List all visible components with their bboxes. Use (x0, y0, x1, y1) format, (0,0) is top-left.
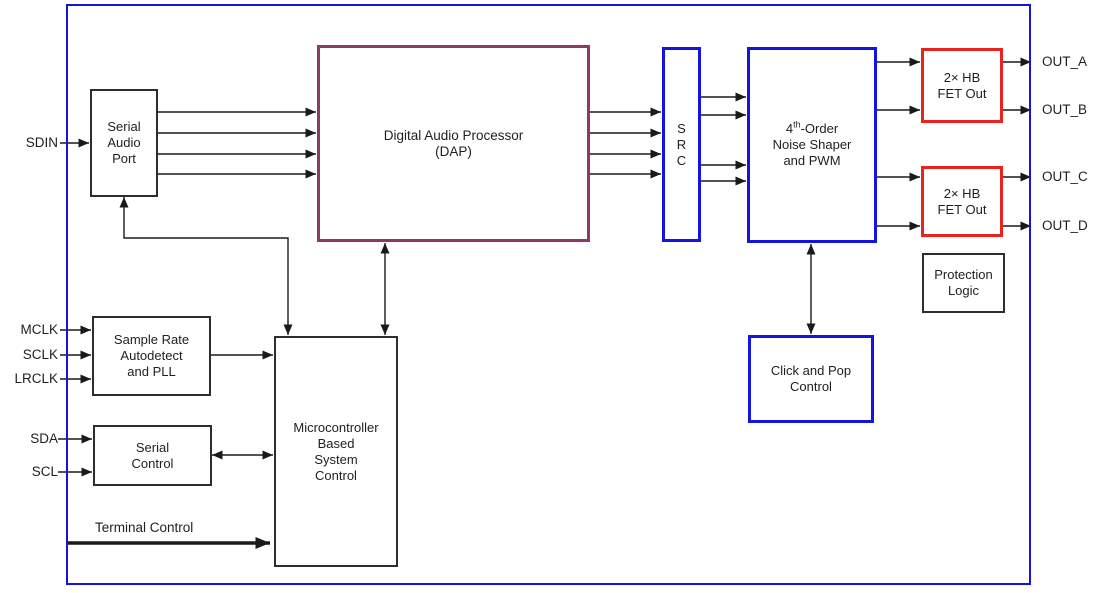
block-label: Protection (934, 267, 993, 282)
pin-label-out-c: OUT_C (1042, 169, 1088, 184)
block-label: Autodetect (120, 348, 183, 363)
block-label: C (676, 152, 687, 168)
block-label: Click and Pop (770, 363, 852, 378)
pin-label-out-b: OUT_B (1042, 102, 1088, 117)
block-sample-rate-pll: Sample Rate Autodetect and PLL (92, 316, 211, 396)
wire-sap-mcu (119, 197, 293, 335)
block-fet-out-top: 2× HB FET Out (921, 48, 1003, 123)
block-protection-logic: Protection Logic (922, 253, 1005, 313)
block-label: 2× HB (943, 69, 981, 85)
block-microcontroller: Microcontroller Based System Control (274, 336, 398, 567)
block-label: Microcontroller (293, 419, 379, 435)
block-label: Control (315, 467, 357, 483)
block-digital-audio-processor: Digital Audio Processor (DAP) (317, 45, 590, 242)
pin-label-sclk: SCLK (22, 347, 58, 362)
block-label: Digital Audio Processor (383, 127, 524, 143)
block-label: Control (131, 455, 174, 471)
block-label: System (314, 451, 358, 467)
block-label: Audio (107, 135, 141, 150)
block-fet-out-bottom: 2× HB FET Out (921, 166, 1003, 237)
block-label: (DAP) (435, 143, 472, 159)
block-label: Logic (947, 283, 980, 298)
block-label: S (677, 120, 686, 136)
pin-label-mclk: MCLK (20, 322, 58, 337)
block-label: R (676, 136, 687, 152)
block-label: Serial (135, 439, 170, 455)
block-label: Control (790, 379, 832, 394)
block-noise-shaper-pwm: 4th-Order Noise Shaper and PWM (747, 47, 877, 243)
block-serial-control: Serial Control (93, 425, 212, 486)
pin-label-out-a: OUT_A (1042, 54, 1088, 69)
block-src: S R C (662, 47, 701, 242)
block-label: Port (112, 151, 136, 166)
block-serial-audio-port: Serial Audio Port (90, 89, 158, 197)
terminal-control-label: Terminal Control (95, 520, 194, 535)
block-label: Based (317, 435, 355, 451)
block-label: 4th-Order (785, 119, 839, 136)
block-label: and PLL (127, 364, 176, 379)
block-click-pop-control: Click and Pop Control (748, 335, 874, 423)
pin-label-lrclk: LRCLK (14, 371, 58, 386)
block-label: Serial (107, 119, 141, 134)
block-label: Sample Rate (113, 332, 190, 347)
pin-label-out-d: OUT_D (1042, 218, 1088, 233)
block-label: and PWM (783, 153, 841, 168)
pin-label-sdin: SDIN (25, 135, 58, 150)
block-label: Noise Shaper (772, 137, 852, 152)
block-label: FET Out (937, 201, 987, 217)
pin-label-scl: SCL (31, 464, 58, 479)
chip-outline (66, 4, 1031, 585)
block-label: 2× HB (943, 185, 981, 201)
block-label: FET Out (937, 85, 987, 101)
pin-label-sda: SDA (30, 431, 58, 446)
